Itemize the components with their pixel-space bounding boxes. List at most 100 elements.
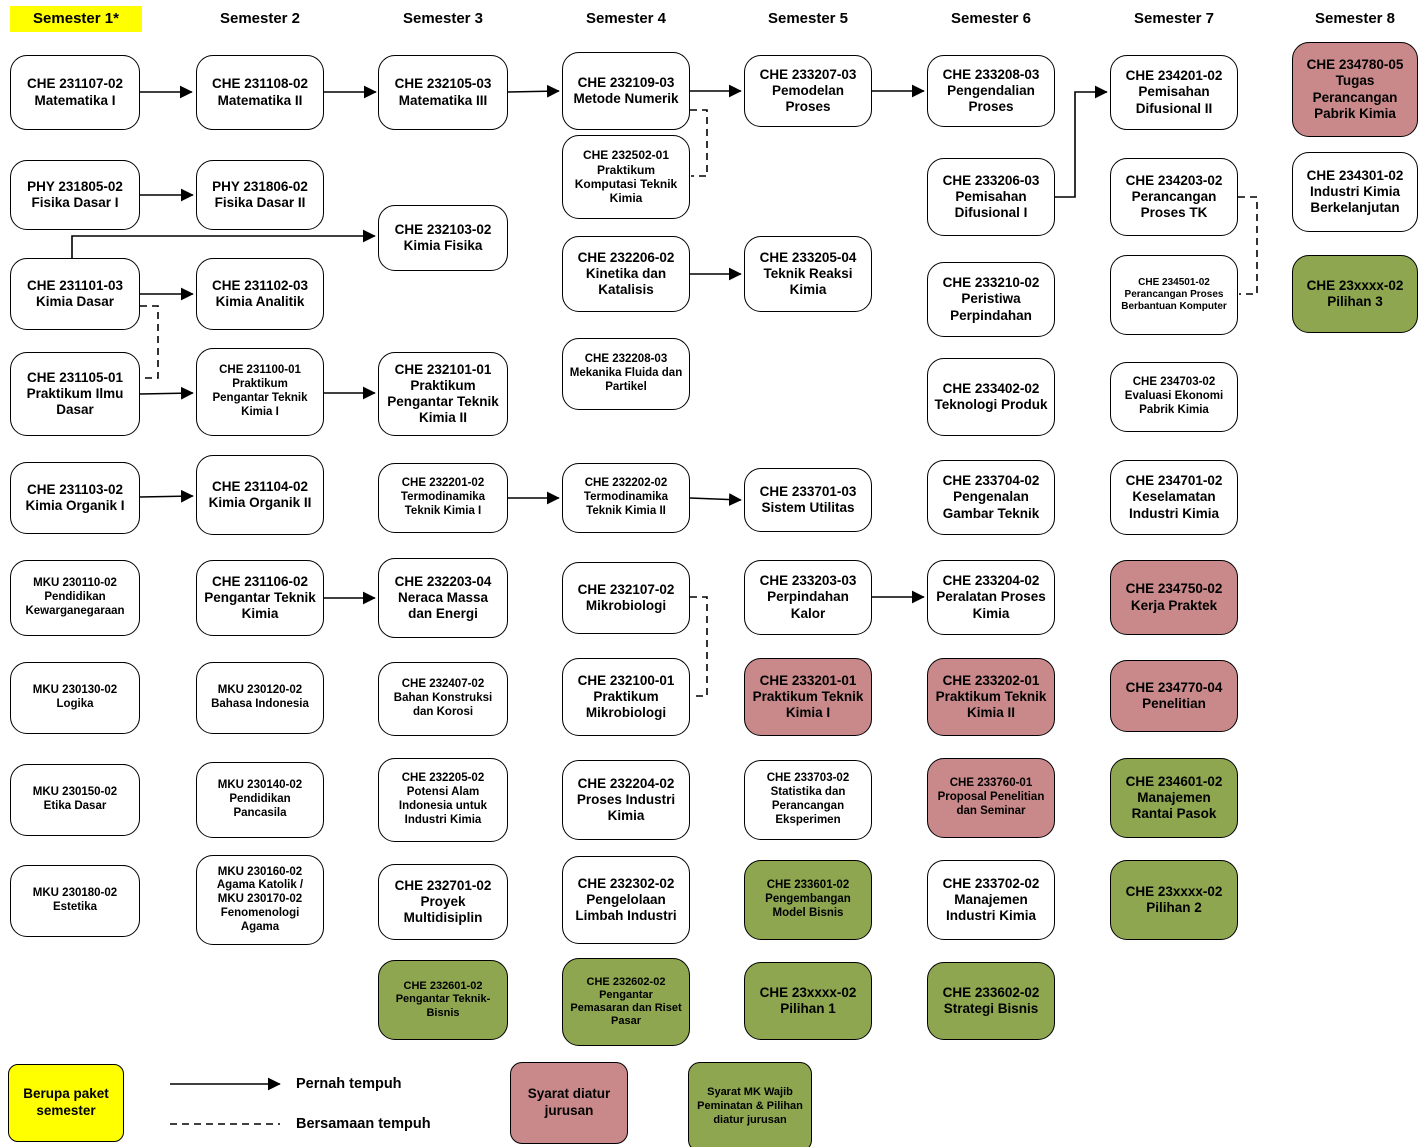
course-code: CHE 233205-04 xyxy=(759,249,857,265)
course-code: CHE 233602-02 xyxy=(942,984,1040,1000)
course-name: Pilihan 3 xyxy=(1327,294,1383,309)
course-code: CHE 231105-01 xyxy=(26,369,124,385)
course-code: CHE 233402-02 xyxy=(942,380,1040,396)
course-code: CHE 231106-02 xyxy=(211,573,309,589)
course-name: Evaluasi Ekonomi Pabrik Kimia xyxy=(1124,390,1224,416)
course-code: CHE 231102-03 xyxy=(211,277,309,293)
course-name: Pengantar Teknik Kimia xyxy=(204,589,316,622)
course-name: Pengantar Pemasaran dan Riset Pasar xyxy=(570,988,682,1028)
prerequisite-arrow xyxy=(139,386,194,400)
course-name: Praktikum Mikrobiologi xyxy=(585,688,667,721)
course-name: Matematika II xyxy=(217,92,303,108)
semester-header-8: Semester 8 xyxy=(1314,10,1396,27)
course-code: CHE 234203-02 xyxy=(1125,172,1223,188)
course-code: CHE 234780-05 xyxy=(1306,57,1404,73)
course-code: CHE 231100-01 xyxy=(219,364,301,377)
course-name: Strategi Bisnis xyxy=(943,1001,1039,1016)
course-code: CHE 233760-01 xyxy=(949,777,1033,790)
course-name: Pengenalan Gambar Teknik xyxy=(942,489,1040,521)
course-code: CHE 232101-01 xyxy=(394,361,492,377)
course-code: PHY 231805-02 xyxy=(27,178,123,194)
course-name: Statistika dan Perancangan Eksperimen xyxy=(770,786,846,826)
course-code: CHE 232206-02 xyxy=(577,249,675,265)
course-name: Peralatan Proses Kimia xyxy=(936,589,1046,621)
course-code: CHE 233702-02 xyxy=(942,875,1040,891)
semester-header-6: Semester 6 xyxy=(950,10,1032,27)
course-code: CHE 233701-03 xyxy=(759,483,857,499)
course-code: MKU 230120-02 xyxy=(217,684,303,697)
course-name: Perancangan Proses TK xyxy=(1131,188,1217,221)
course-code: CHE 233201-01 xyxy=(759,672,857,688)
course-name: Bahan Konstruksi dan Korosi xyxy=(393,692,493,718)
course-code: CHE 232701-02 xyxy=(394,877,492,893)
course-code: CHE 231104-02 xyxy=(211,478,309,494)
course-code: CHE 233206-03 xyxy=(942,172,1040,188)
course-code: CHE 234501-02 xyxy=(1138,277,1210,288)
course-name: Matematika I xyxy=(34,92,116,108)
course-code: PHY 231806-02 xyxy=(212,178,308,194)
course-code: CHE 232105-03 xyxy=(394,76,492,92)
semester-header-4: Semester 4 xyxy=(585,10,667,27)
legend-package-box: Berupa paket semester xyxy=(8,1064,124,1142)
course-code: CHE 232107-02 xyxy=(577,581,675,597)
course-code: CHE 232109-03 xyxy=(577,74,675,90)
course-code: CHE 233704-02 xyxy=(942,473,1040,489)
course-name: Perancangan Proses Berbantuan Komputer xyxy=(1121,289,1227,312)
course-name: Praktikum Pengantar Teknik Kimia II xyxy=(387,377,499,426)
course-name: Peristiwa Perpindahan xyxy=(950,291,1032,323)
course-name: Praktikum Pengantar Teknik Kimia I xyxy=(212,378,308,418)
legend-package-label: Berupa paket semester xyxy=(23,1086,109,1118)
course-code: CHE 23xxxx-02 xyxy=(759,984,857,1000)
course-code: CHE 232302-02 xyxy=(577,875,675,891)
course-code: MKU 230150-02 xyxy=(32,786,118,799)
course-code: CHE 232201-02 xyxy=(401,477,485,490)
course-name: Termodinamika Teknik Kimia I xyxy=(400,491,486,517)
course-name: Logika xyxy=(56,698,94,710)
course-name: Teknologi Produk xyxy=(934,397,1048,412)
course-code: MKU 230140-02 xyxy=(217,779,303,792)
course-code: CHE 233208-03 xyxy=(942,66,1040,82)
corequisite-line xyxy=(140,305,159,379)
course-code: CHE 232208-03 xyxy=(584,353,668,366)
course-name: Praktikum Komputasi Teknik Kimia xyxy=(574,162,678,206)
semester-header-7: Semester 7 xyxy=(1133,10,1215,27)
course-name: Kimia Organik I xyxy=(25,498,125,513)
course-name: Keselamatan Industri Kimia xyxy=(1128,489,1219,521)
course-code: CHE 231107-02 xyxy=(26,76,124,92)
course-code: CHE 232100-01 xyxy=(577,672,675,688)
course-name: Kimia Analitik xyxy=(215,294,305,309)
course-code: CHE 234750-02 xyxy=(1125,581,1223,597)
course-code: CHE 232103-02 xyxy=(394,221,492,237)
semester-header-3: Semester 3 xyxy=(402,10,484,27)
course-name: Bahasa Indonesia xyxy=(211,698,309,710)
